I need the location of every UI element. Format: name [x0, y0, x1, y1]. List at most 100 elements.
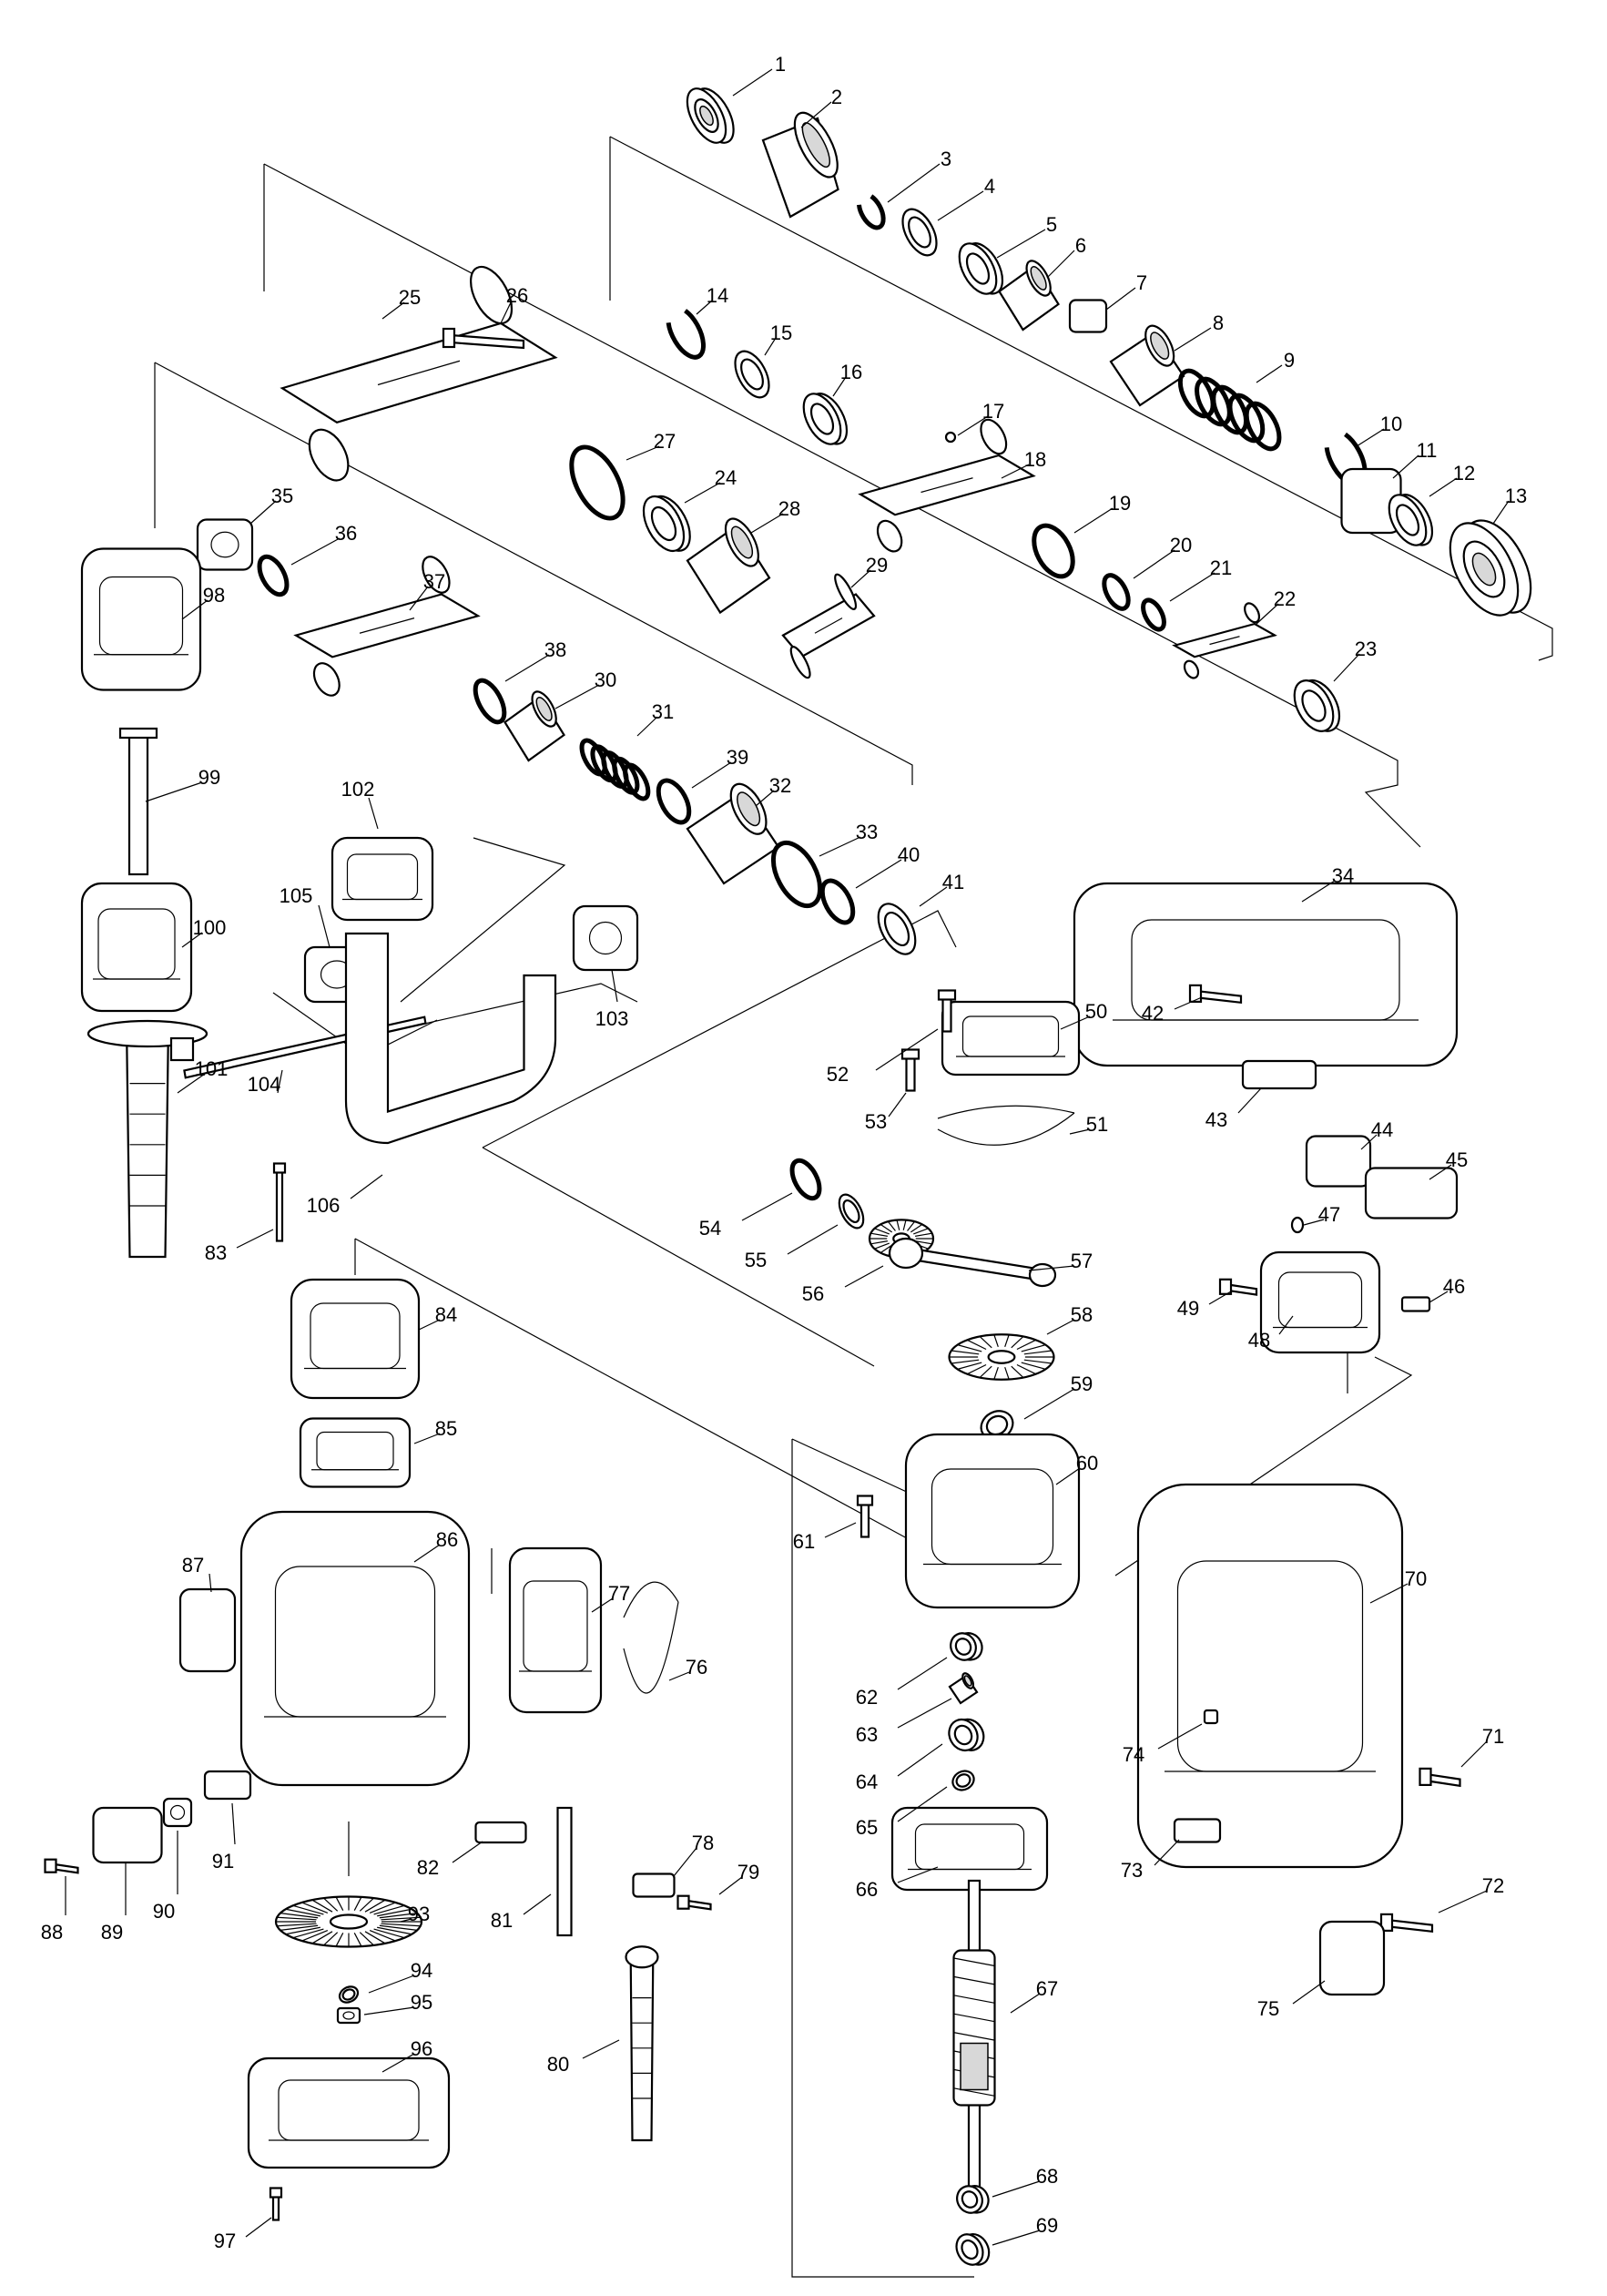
leader-line: [418, 1319, 441, 1331]
part-ring: [473, 678, 507, 725]
part-number-label: 81: [491, 1909, 513, 1932]
leader-line: [996, 229, 1046, 259]
leader-line: [673, 1847, 697, 1877]
part-ring: [1032, 523, 1075, 579]
leader-line: [381, 301, 405, 320]
part-number-label: 60: [1076, 1452, 1098, 1475]
part-number-label: 50: [1085, 1000, 1107, 1023]
part-number-label: 78: [692, 1832, 714, 1854]
part-sleeve: [1109, 324, 1185, 407]
part-number-label: 85: [435, 1417, 457, 1440]
leader-line: [413, 1433, 441, 1444]
part-number-label: 97: [214, 2230, 236, 2252]
part-bracket: [1259, 1250, 1381, 1354]
part-number-label: 10: [1380, 413, 1402, 435]
part-small-ring: [1290, 1216, 1305, 1234]
part-gear: [948, 1333, 1055, 1381]
part-clip: [856, 194, 886, 230]
leader-line: [1028, 1265, 1075, 1271]
part-washer: [734, 350, 770, 399]
part-bearing: [1388, 494, 1434, 546]
part-number-label: 42: [1142, 1002, 1164, 1025]
part-number-label: 14: [707, 284, 728, 307]
part-wire-v: [623, 1581, 679, 1694]
part-number-label: 98: [203, 584, 225, 607]
part-number-label: 62: [856, 1686, 878, 1709]
leader-line: [800, 101, 832, 128]
part-cylinder: [998, 260, 1060, 332]
part-stator: [290, 1278, 421, 1400]
leader-line: [368, 797, 379, 830]
part-bearing: [948, 1718, 985, 1752]
part-cylinder: [686, 517, 771, 615]
part-washer-thin: [838, 1193, 865, 1230]
part-ring-cap: [1449, 519, 1532, 617]
leader-line: [554, 684, 600, 709]
leader-line: [992, 2230, 1041, 2246]
leader-line: [626, 445, 660, 461]
part-number-label: 46: [1443, 1275, 1465, 1298]
part-number-label: 43: [1205, 1108, 1227, 1131]
leader-line: [1292, 1980, 1326, 2005]
leader-line: [957, 415, 989, 436]
part-number-label: 39: [727, 746, 748, 769]
part-small: [1400, 1296, 1431, 1312]
leader-line: [1369, 1583, 1409, 1604]
part-number-label: 103: [595, 1007, 629, 1030]
part-knob: [572, 904, 639, 972]
leader-line: [684, 482, 721, 504]
part-cover: [941, 1000, 1081, 1077]
leader-line: [500, 300, 513, 324]
leader-line: [1429, 1291, 1449, 1303]
part-pin: [900, 1048, 920, 1092]
part-bolt: [44, 1858, 79, 1874]
part-motor-housing: [239, 1510, 471, 1787]
part-number-label: 99: [198, 766, 220, 789]
leader-line: [591, 1597, 614, 1613]
leader-line: [181, 599, 209, 620]
part-number-label: 22: [1274, 587, 1296, 610]
part-number-label: 23: [1355, 638, 1377, 660]
part-number-label: 13: [1505, 485, 1527, 507]
part-label: [1173, 1818, 1222, 1843]
part-number-label: 45: [1446, 1148, 1468, 1171]
part-number-label: 64: [856, 1770, 878, 1793]
part-label: [1241, 1059, 1317, 1090]
part-d-handle: [344, 932, 557, 1145]
part-baffle: [890, 1806, 1049, 1892]
part-ring: [1102, 573, 1131, 611]
part-bearing: [802, 393, 849, 445]
leader-line: [1133, 549, 1175, 579]
leader-line: [787, 1224, 839, 1255]
part-number-label: 27: [654, 430, 676, 453]
part-number-label: 18: [1024, 448, 1046, 471]
part-label-curved: [178, 1587, 237, 1673]
part-number-label: 11: [1417, 439, 1438, 462]
part-gear-housing: [904, 1433, 1081, 1609]
part-ring: [770, 840, 823, 909]
leader-line: [1429, 477, 1458, 497]
leader-line: [718, 1876, 743, 1895]
part-number-label: 19: [1109, 492, 1131, 515]
part-bolt: [676, 1894, 712, 1911]
leader-line: [732, 68, 773, 97]
leader-line: [1055, 1467, 1081, 1485]
leader-line: [636, 716, 658, 737]
part-controller: [508, 1546, 603, 1714]
part-number-label: 56: [802, 1282, 824, 1305]
part-number-label: 49: [1177, 1297, 1199, 1320]
part-number-label: 93: [408, 1903, 430, 1925]
part-number-label: 59: [1071, 1372, 1093, 1395]
part-oring: [569, 444, 626, 521]
part-ring: [819, 878, 856, 925]
part-number-label: 26: [506, 284, 528, 307]
part-bearing: [950, 1632, 983, 1661]
part-bolt-v: [856, 1495, 874, 1538]
leader-line: [668, 1671, 690, 1681]
part-number-label: 36: [335, 522, 357, 545]
part-bolt-v: [937, 989, 957, 1033]
leader-line: [381, 2053, 415, 2073]
leader-line: [1278, 1315, 1294, 1335]
part-number-label: 16: [840, 361, 862, 383]
part-number-label: 30: [595, 668, 616, 691]
